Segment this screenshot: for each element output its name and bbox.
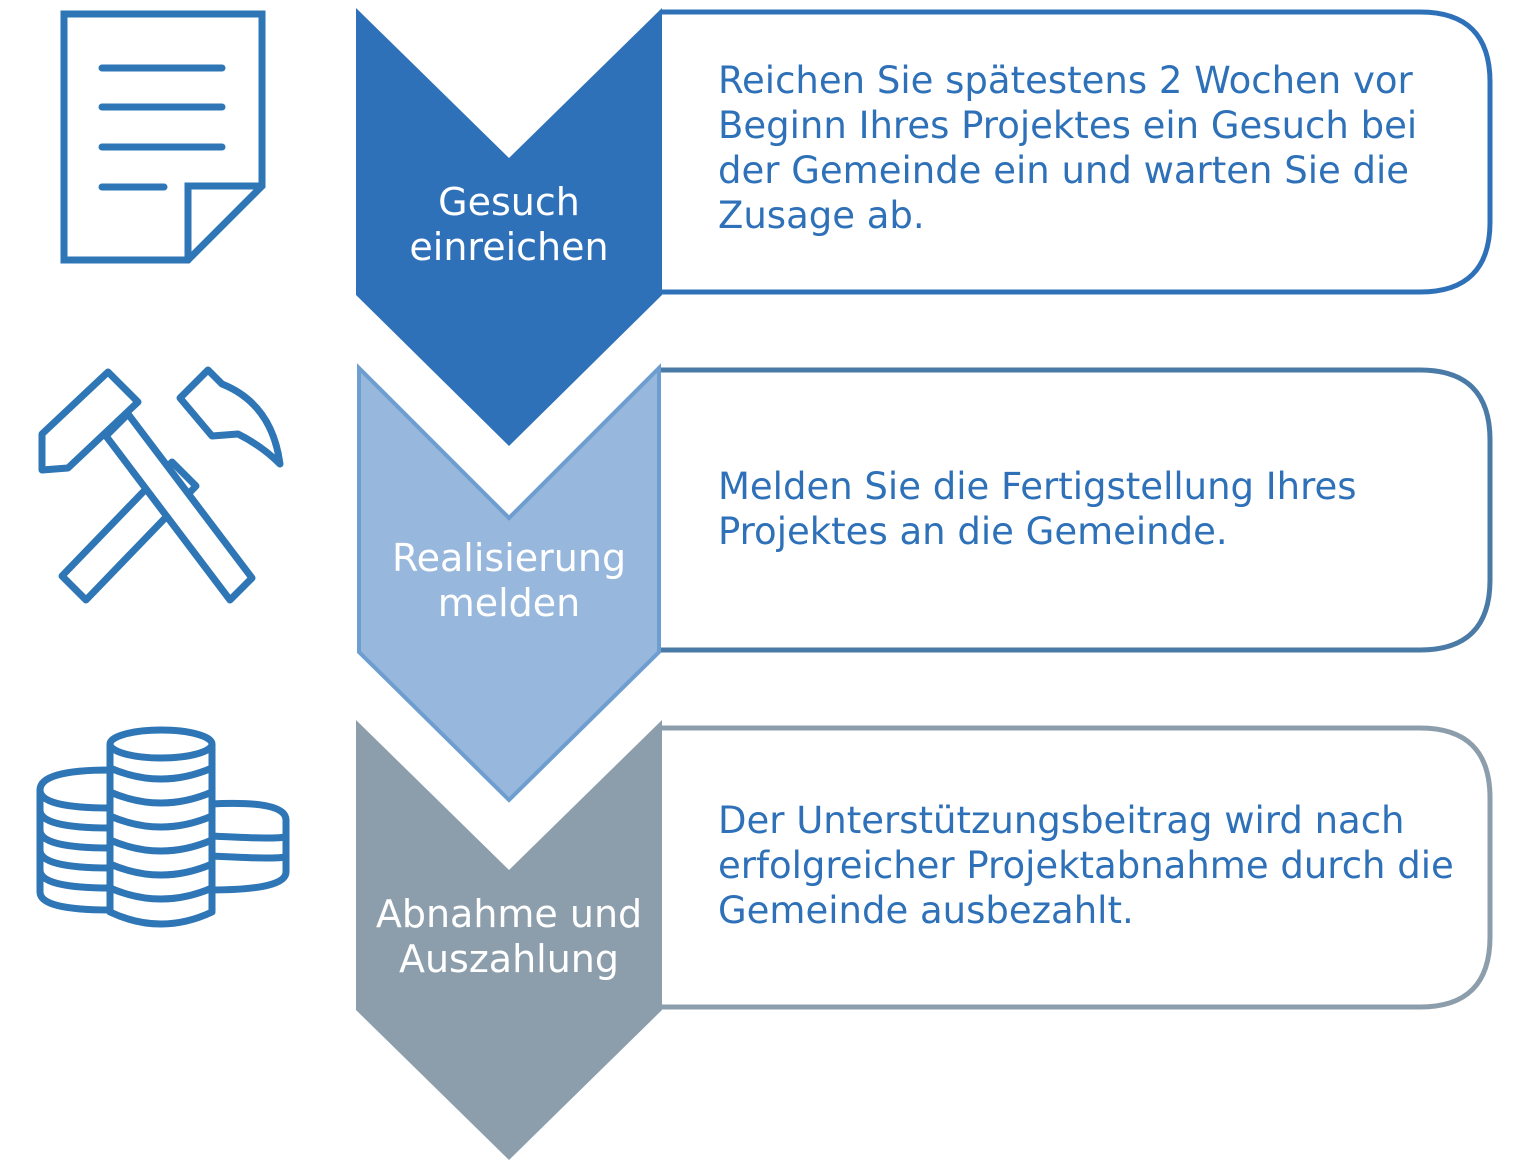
- step-3-title-line1: Abnahme und: [375, 892, 643, 936]
- step-3-title: Abnahme und Auszahlung: [356, 892, 662, 982]
- step-2-title: Realisierung melden: [356, 536, 662, 626]
- coins-icon: [36, 726, 290, 928]
- step-1-box: [662, 9, 1493, 295]
- step-2-description: Melden Sie die Fertigstellung Ihres Proj…: [718, 465, 1357, 553]
- document-icon: [60, 10, 266, 264]
- step-2-title-line2: melden: [437, 581, 581, 625]
- step-3-description: Der Unterstützungsbeitrag wird nach erfo…: [718, 799, 1454, 932]
- step-3-title-line2: Auszahlung: [398, 937, 620, 981]
- step-1-title-line2: einreichen: [409, 225, 609, 269]
- step-2-box: [660, 367, 1493, 653]
- step-2-chevron: [357, 363, 661, 803]
- hammers-icon: [38, 366, 284, 604]
- step-3-box: [662, 725, 1493, 1010]
- step-1-title: Gesuch einreichen: [356, 180, 662, 270]
- step-1-chevron: [356, 8, 662, 446]
- step-1-description: Reichen Sie spätestens 2 Wochen vor Begi…: [718, 59, 1418, 237]
- step-3-chevron: [356, 720, 662, 1160]
- step-2-title-line1: Realisierung: [391, 536, 627, 580]
- step-1-title-line1: Gesuch: [438, 180, 580, 224]
